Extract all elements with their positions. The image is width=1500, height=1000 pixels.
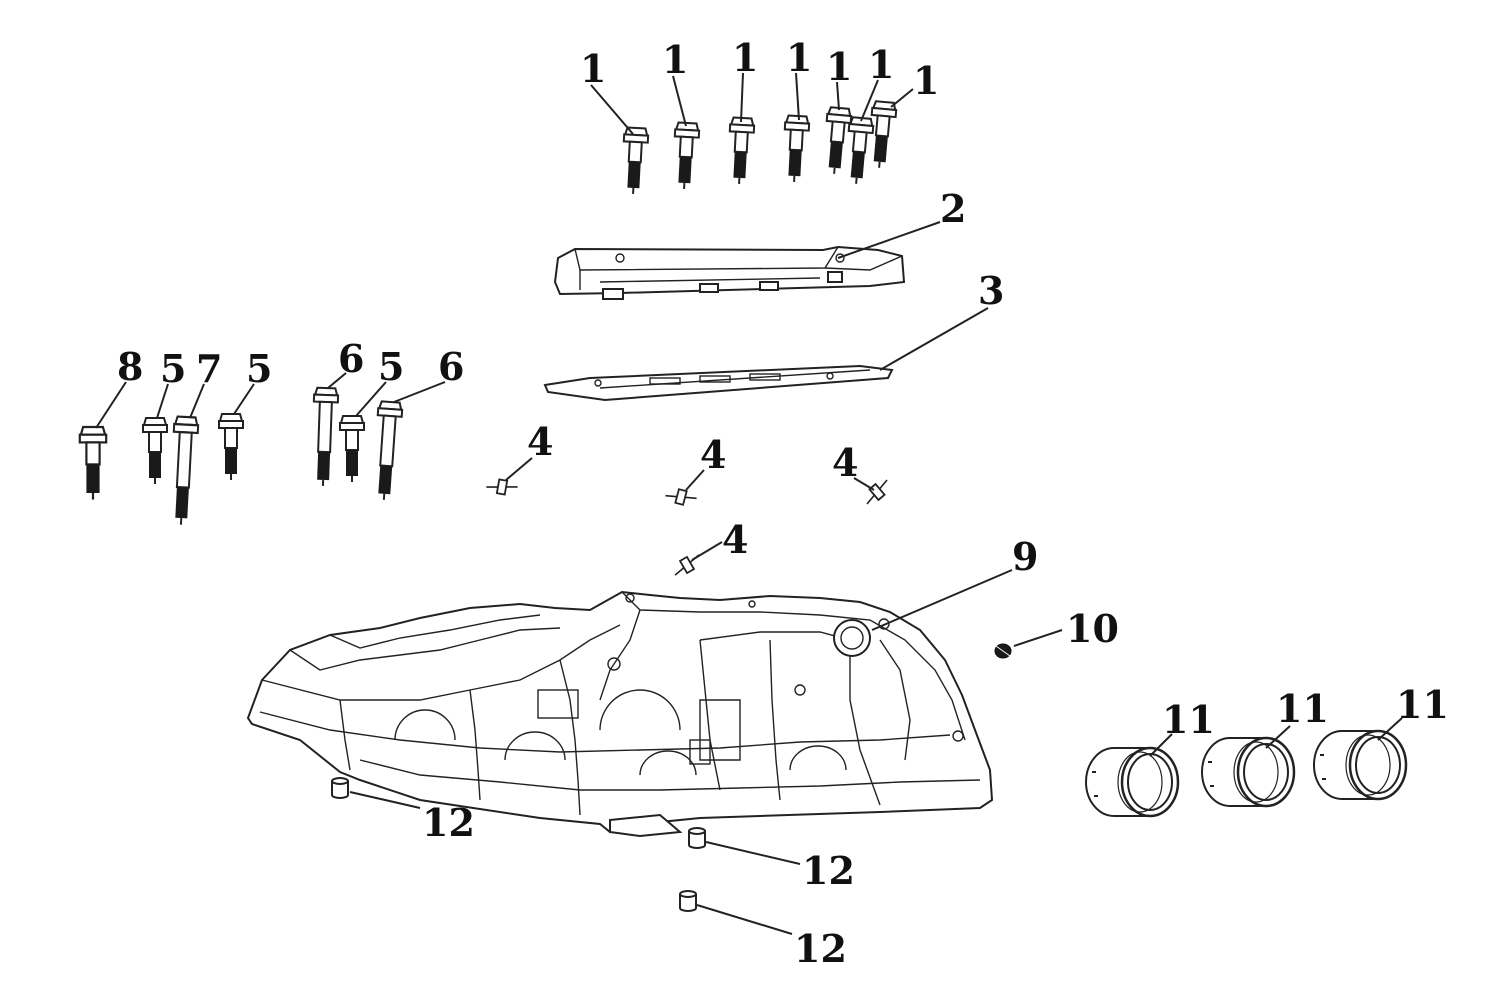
bolt-group-left [78, 386, 404, 527]
callout-11c: 11 [1396, 682, 1449, 727]
bolt-5c [339, 415, 365, 483]
main-housing [246, 590, 994, 838]
callout-5b: 5 [246, 346, 272, 391]
gasket [543, 364, 894, 402]
dowel-pins [485, 470, 888, 580]
bolt-1e [821, 105, 853, 176]
bolt-1g [866, 99, 898, 170]
bushing-group [1084, 729, 1408, 818]
bolt-6b [370, 400, 404, 502]
callout-1d: 1 [786, 35, 812, 80]
bolt-1c [726, 116, 756, 186]
callout-9: 9 [1012, 534, 1038, 579]
callout-4d: 4 [722, 517, 748, 562]
leader-lines-left [95, 372, 446, 429]
bushing-11a [1084, 746, 1180, 818]
callout-labels: 1 1 1 1 1 1 1 2 3 4 4 4 4 5 5 5 6 6 7 8 … [117, 35, 1449, 971]
bolt-group-1 [620, 99, 898, 196]
bushing-11b [1200, 736, 1296, 808]
bolt-1d [781, 114, 811, 184]
callout-2: 2 [940, 186, 966, 231]
leader-lines-11 [1149, 717, 1403, 757]
callout-4c: 4 [832, 440, 858, 485]
callout-6a: 6 [338, 336, 364, 381]
callout-1a: 1 [580, 46, 606, 91]
cover-plate [553, 245, 906, 300]
callout-3: 3 [978, 268, 1004, 313]
bolt-5a [142, 417, 168, 485]
leader-lines-4 [505, 457, 875, 561]
callout-1c: 1 [732, 35, 758, 80]
bolt-1a [620, 126, 650, 196]
callout-6b: 6 [438, 344, 464, 389]
bolt-1f [843, 115, 875, 186]
pin-4b [664, 481, 698, 513]
callout-11b: 11 [1276, 686, 1329, 731]
callout-4b: 4 [700, 432, 726, 477]
callout-12c: 12 [794, 926, 847, 971]
callout-8: 8 [117, 344, 143, 389]
callout-1g: 1 [913, 58, 939, 103]
plug [994, 643, 1012, 659]
sleeve-12c [679, 890, 697, 912]
callout-12b: 12 [802, 848, 855, 893]
bolt-7 [167, 415, 200, 527]
bolt-1b [671, 121, 701, 191]
bushing-11c [1312, 729, 1408, 801]
leader-line-9 [871, 569, 1013, 631]
bolt-5b [218, 413, 244, 481]
callout-10: 10 [1066, 606, 1119, 651]
leader-line-3 [879, 307, 989, 371]
sleeve-12b [688, 827, 706, 849]
pin-4d [674, 550, 700, 580]
leader-lines-12 [349, 791, 801, 935]
leader-lines-1 [590, 72, 914, 135]
callout-11a: 11 [1162, 697, 1215, 742]
pin-4c [866, 479, 888, 505]
callout-12a: 12 [422, 800, 475, 845]
callout-1f: 1 [868, 42, 894, 87]
sleeve-12a [331, 777, 349, 799]
callout-5a: 5 [160, 346, 186, 391]
bolt-6a [309, 386, 340, 488]
leader-line-10 [1013, 629, 1063, 647]
callout-5c: 5 [378, 344, 404, 389]
callout-4a: 4 [527, 419, 553, 464]
bolt-8 [78, 425, 108, 501]
callout-7: 7 [196, 346, 222, 391]
callout-1b: 1 [662, 37, 688, 82]
callout-1e: 1 [826, 44, 852, 89]
pin-4a [485, 470, 519, 504]
leader-line-2 [837, 221, 941, 259]
